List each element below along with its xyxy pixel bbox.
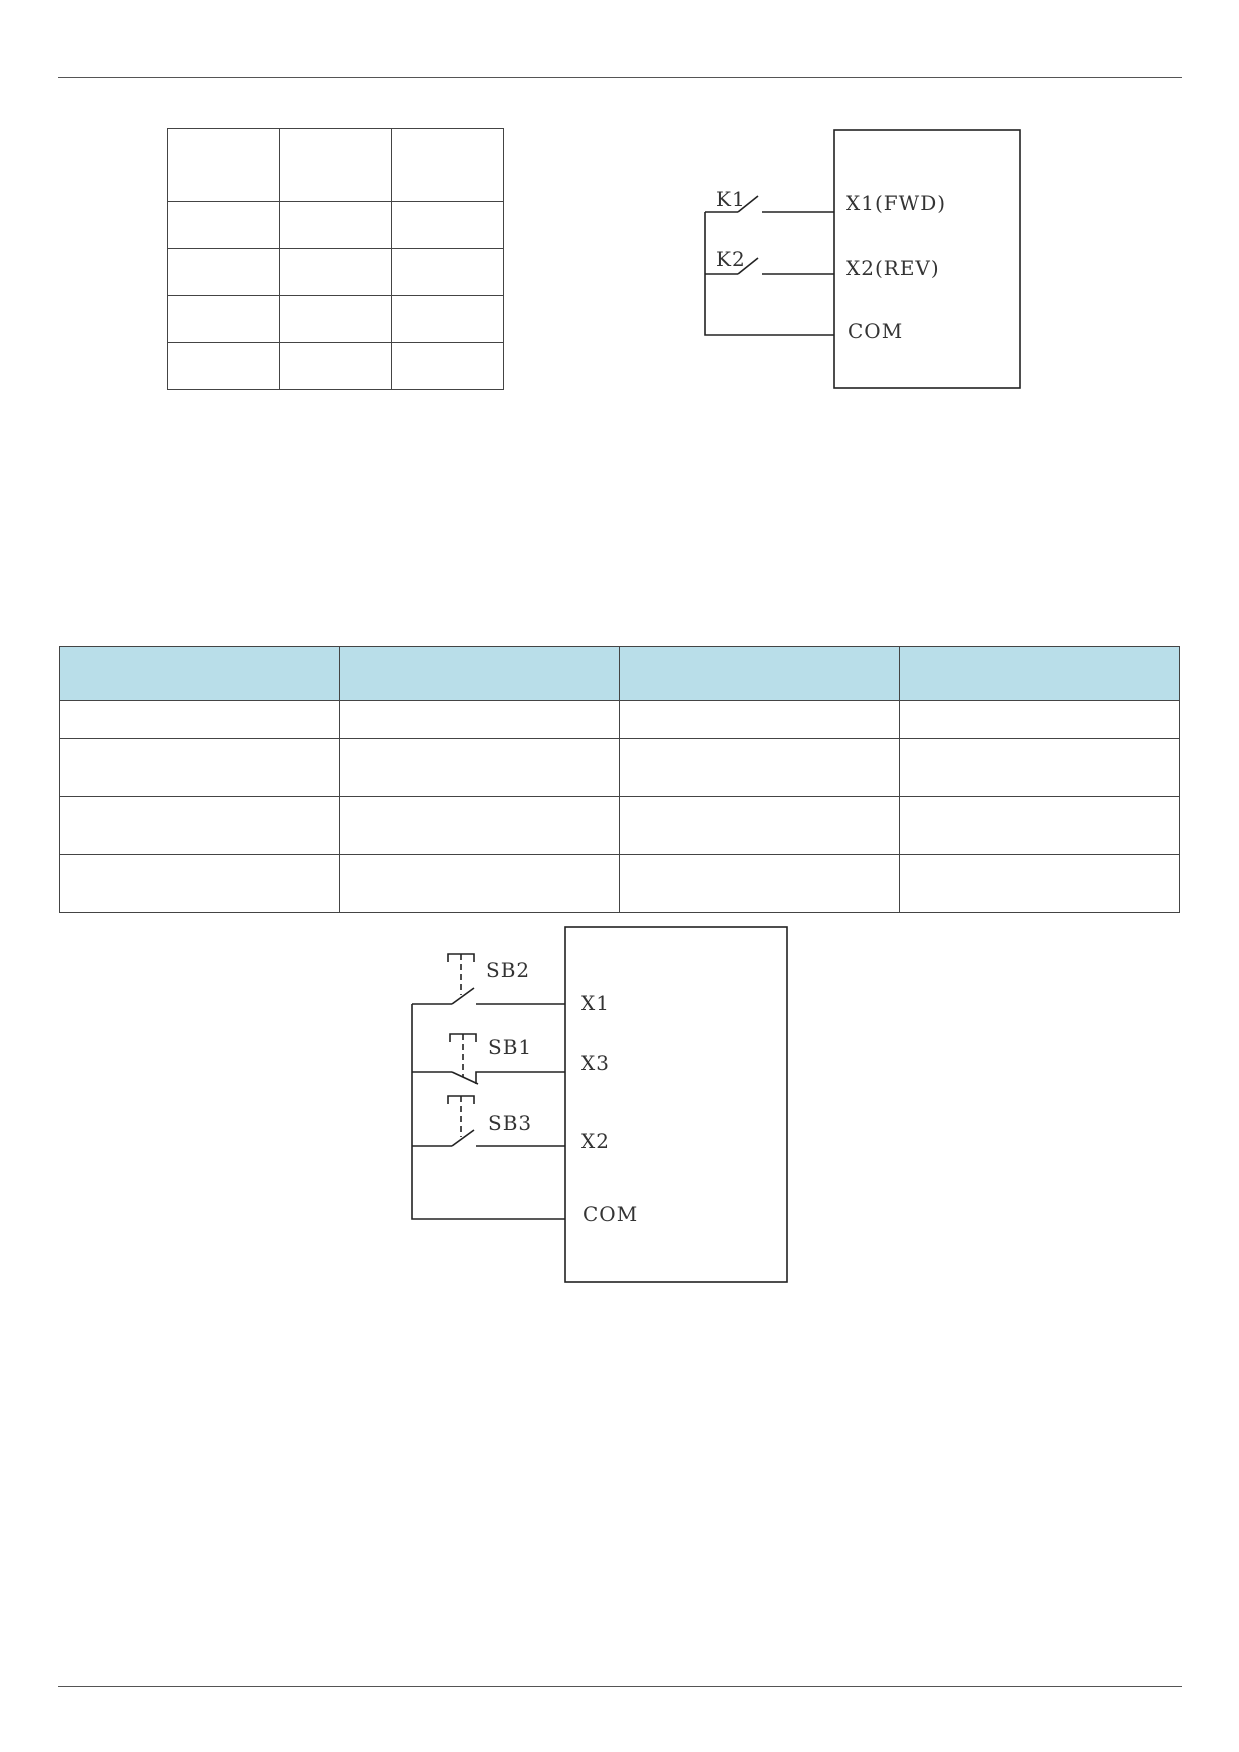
k2-contact [737,257,759,275]
button-label-sb2: SB2 [486,958,530,982]
table-row [59,796,1180,855]
controller-box-2 [564,926,788,1283]
common-wire [704,212,834,336]
terminal-label-com: COM [848,319,903,343]
sb3-button-icon [447,1095,475,1104]
switch-label-k2: K2 [716,247,746,271]
k1-contact [737,195,759,213]
table-row [167,342,504,390]
table-row [59,738,1180,797]
sb1-button-icon [449,1033,477,1042]
sb3-contact [451,1129,475,1147]
diagram-fwd-rev [704,129,1021,389]
footer-rule [58,1686,1182,1687]
sb2-button-icon [447,953,475,962]
table-row [167,248,504,296]
table-row [59,700,1180,739]
header-rule [58,77,1182,78]
controller-box [833,129,1021,389]
sb1-contact [451,1071,479,1085]
diagram-three-wire [411,926,788,1283]
terminal-label-com-2: COM [583,1202,638,1226]
button-label-sb3: SB3 [488,1111,532,1135]
switch-label-k1: K1 [716,187,746,211]
terminal-label-x2-rev: X2(REV) [846,256,940,280]
terminal-label-x1-fwd: X1(FWD) [846,191,946,215]
button-label-sb1: SB1 [488,1035,532,1059]
sb2-contact [451,987,475,1005]
terminal-label-x2: X2 [581,1129,610,1153]
terminal-label-x1: X1 [581,991,610,1015]
common-wire-2 [411,1004,565,1220]
terminal-label-x3: X3 [581,1051,610,1075]
wide-table [59,646,1180,913]
table-row [167,295,504,343]
table-row [167,128,504,202]
small-table [167,128,504,390]
table-row [59,854,1180,913]
table-header-row [59,646,1180,701]
